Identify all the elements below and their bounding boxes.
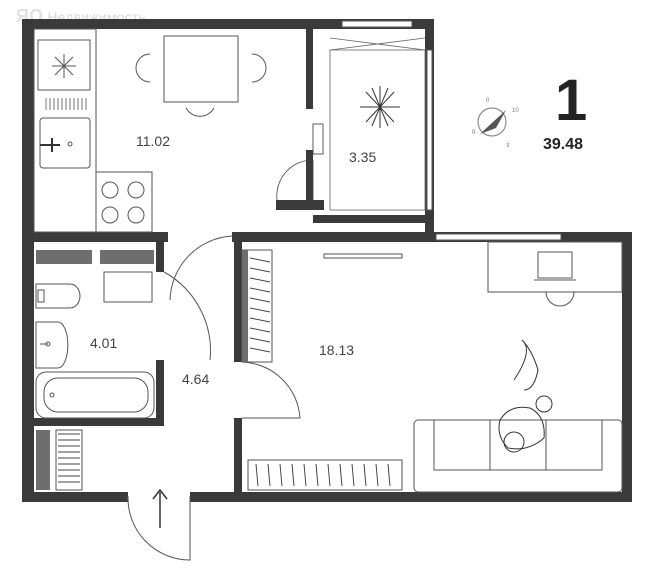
living-bench (247, 459, 403, 491)
stove (95, 171, 153, 233)
balcony (276, 37, 426, 211)
hall (36, 235, 301, 561)
bathroom (35, 250, 155, 419)
living-door-arc (241, 361, 301, 419)
sofa (413, 419, 623, 493)
hall-wardrobe (55, 429, 83, 491)
plant-icon (360, 86, 400, 128)
total-area: 39.48 (543, 136, 583, 153)
desk-chair (545, 291, 575, 307)
chair-right (251, 53, 267, 83)
living-room (241, 241, 623, 493)
hall-shelf (36, 430, 50, 490)
compass-e: 10 (512, 108, 519, 114)
bathroom-area-label: 4.01 (90, 335, 117, 351)
living-area-label: 18.13 (319, 342, 354, 358)
kitchen-area-label: 11.02 (136, 133, 170, 149)
kitchen-counter (33, 28, 97, 233)
hall-area-label: 4.64 (182, 371, 209, 387)
compass-n: 0 (486, 98, 490, 104)
kitchen-door-arc (169, 235, 233, 301)
chair-bottom (185, 107, 215, 117)
kitchen-sink (39, 117, 91, 169)
compass-s: 3 (506, 143, 510, 149)
laptop-icon (537, 251, 573, 279)
dishwasher (45, 98, 87, 110)
toilet (35, 283, 81, 309)
bath-shelf-left (36, 250, 92, 264)
compass-w: 0 (472, 130, 476, 136)
person-with-dog-icon (498, 339, 553, 453)
desk (487, 241, 623, 293)
room-count: 1 (555, 68, 587, 133)
entrance-door (127, 495, 191, 561)
dining-table (163, 35, 239, 103)
fridge (37, 39, 91, 91)
snowflake-icon (52, 54, 76, 78)
washbasin (35, 321, 69, 369)
kitchen (33, 28, 267, 233)
bath-shelf-right (100, 250, 154, 264)
windows (323, 20, 562, 259)
washing-machine (103, 271, 153, 303)
bathroom-door-arc (163, 271, 211, 361)
bathtub (35, 371, 155, 419)
chair-left (135, 53, 151, 83)
balcony-area-label: 3.35 (349, 149, 376, 165)
arrow-up-icon (152, 488, 168, 528)
compass-icon (477, 107, 507, 137)
